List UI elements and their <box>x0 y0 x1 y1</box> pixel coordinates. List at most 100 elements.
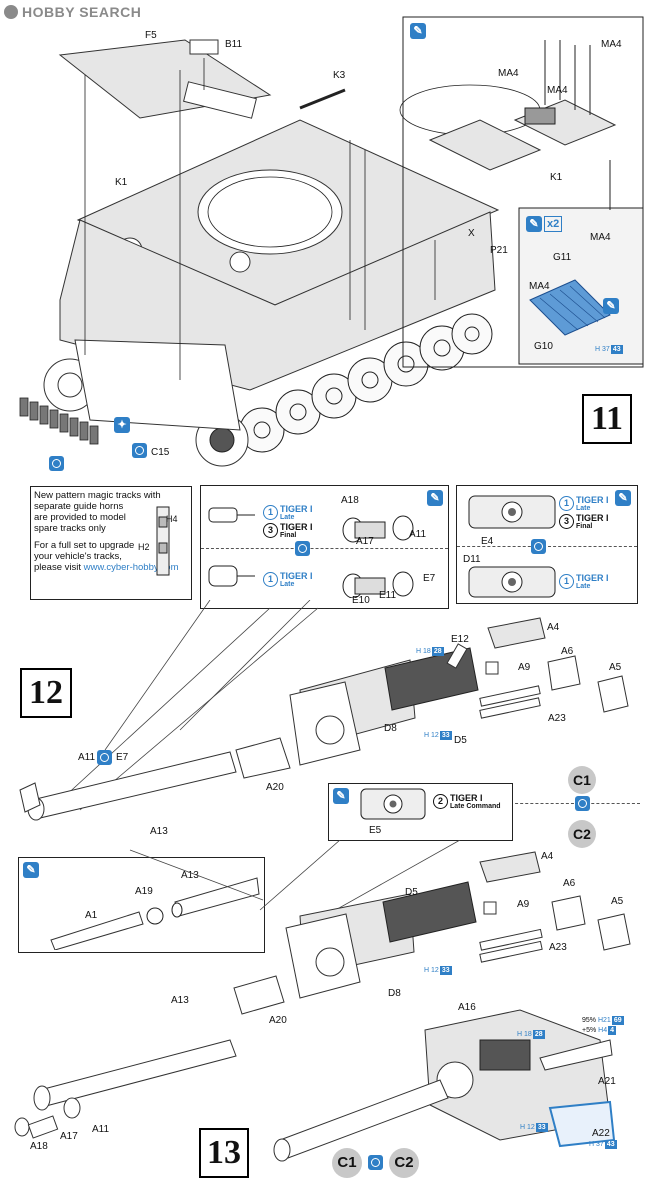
label-a9: A9 <box>517 899 530 910</box>
paint-icon: ✎ <box>603 298 619 314</box>
paint-icon: ✎ <box>427 490 443 506</box>
mantlet-front-drawing <box>468 495 556 529</box>
label-ma4-c: MA4 <box>547 85 568 96</box>
label-a22: A22 <box>592 1128 610 1139</box>
step13-illustration <box>14 840 631 1162</box>
note-line: separate guide horns <box>34 501 124 512</box>
part-a23-drawing <box>479 928 543 963</box>
paint-icon: ✎ <box>333 788 349 804</box>
divider <box>457 546 637 547</box>
part-a5-drawing <box>597 913 631 951</box>
note-line: New pattern magic tracks with <box>34 490 161 501</box>
label-a21: A21 <box>598 1076 616 1087</box>
road-wheels <box>239 313 493 453</box>
track-note-box: New pattern magic tracks with separate g… <box>30 486 192 600</box>
paint-icon: ✎ <box>410 23 426 39</box>
note-text: New pattern magic tracks with separate g… <box>34 490 179 573</box>
paint-icon: ✎ <box>526 216 542 232</box>
step11-illustration <box>19 16 644 467</box>
step-number-11: 11 <box>582 394 632 444</box>
brand-logo-text: HOBBY SEARCH <box>22 4 142 20</box>
barrel-detail-box: ✎ A13 A19 A1 <box>18 857 265 953</box>
label-h4: H4 <box>166 514 178 524</box>
label-a4: A4 <box>541 851 554 862</box>
note-line: please visit <box>34 562 84 573</box>
label-e7: E7 <box>423 573 436 584</box>
note-line: are provided to model <box>34 512 126 523</box>
label-k1-inset: K1 <box>550 172 563 183</box>
label-a17: A17 <box>60 1131 78 1142</box>
part-a23-drawing <box>479 685 541 719</box>
label-e4: E4 <box>481 536 494 547</box>
track-link-drawing <box>156 506 170 576</box>
step11-inset-frame <box>402 16 644 368</box>
divider <box>201 548 448 549</box>
label-e10: E10 <box>352 595 370 606</box>
label-a13: A13 <box>181 870 199 881</box>
alternative-icon <box>132 443 147 458</box>
mantlet-alt-drawing <box>208 565 255 587</box>
part-c15-drawing <box>74 339 241 431</box>
mantlet-command-drawing <box>360 788 426 820</box>
alternative-icon <box>575 796 590 811</box>
part-e12-drawing <box>446 643 468 669</box>
label-d8: D8 <box>384 723 397 734</box>
part-b11-drawing <box>189 39 219 55</box>
turret-ring <box>197 169 343 255</box>
label-e12: E12 <box>451 634 469 645</box>
label-a11: A11 <box>92 1124 110 1135</box>
part-d5-drawing <box>384 647 479 711</box>
label-a23: A23 <box>548 713 566 724</box>
label-ma4-d: MA4 <box>590 232 611 243</box>
part-a5-drawing <box>597 675 629 713</box>
label-d5: D5 <box>454 735 467 746</box>
website-link[interactable]: www.cyber-hobby.com <box>83 562 179 573</box>
label-b11: B11 <box>225 39 243 50</box>
barrel-detail-drawing <box>50 877 260 950</box>
label-a4: A4 <box>547 622 560 633</box>
label-a13: A13 <box>150 826 168 837</box>
label-a18: A18 <box>30 1141 48 1152</box>
label-f5: F5 <box>145 30 157 41</box>
part-g10-drawing <box>529 279 611 336</box>
label-ma4-e: MA4 <box>529 281 550 292</box>
paint-icon: ✎ <box>615 490 631 506</box>
part-k3-drawing <box>299 88 346 110</box>
part-a9-drawing <box>483 901 497 915</box>
label-h2: H2 <box>138 542 150 552</box>
barrel-a13-drawing <box>39 1039 237 1107</box>
alternative-icon <box>295 541 310 556</box>
label-a18: A18 <box>341 495 359 506</box>
brand-logo-badge <box>4 5 18 19</box>
part-a20-drawing <box>233 975 285 1015</box>
label-a6: A6 <box>563 878 576 889</box>
part-a4-drawing <box>487 617 546 649</box>
label-a20: A20 <box>266 782 284 793</box>
label-a17: A17 <box>356 536 374 547</box>
label-x: X <box>468 228 475 239</box>
inset-grille-k1 <box>428 119 542 171</box>
label-p21: P21 <box>490 245 508 256</box>
label-k3: K3 <box>333 70 346 81</box>
part-d5-drawing <box>382 881 477 943</box>
label-d5: D5 <box>405 887 418 898</box>
barrel-a13-drawing <box>31 751 237 819</box>
note-line: For a full set to upgrade <box>34 540 135 551</box>
barrel-c-drawing <box>279 1079 449 1159</box>
alternative-icon <box>368 1155 383 1170</box>
spare-track-links <box>19 397 99 445</box>
alt-c1-badge: C1 <box>568 766 596 794</box>
